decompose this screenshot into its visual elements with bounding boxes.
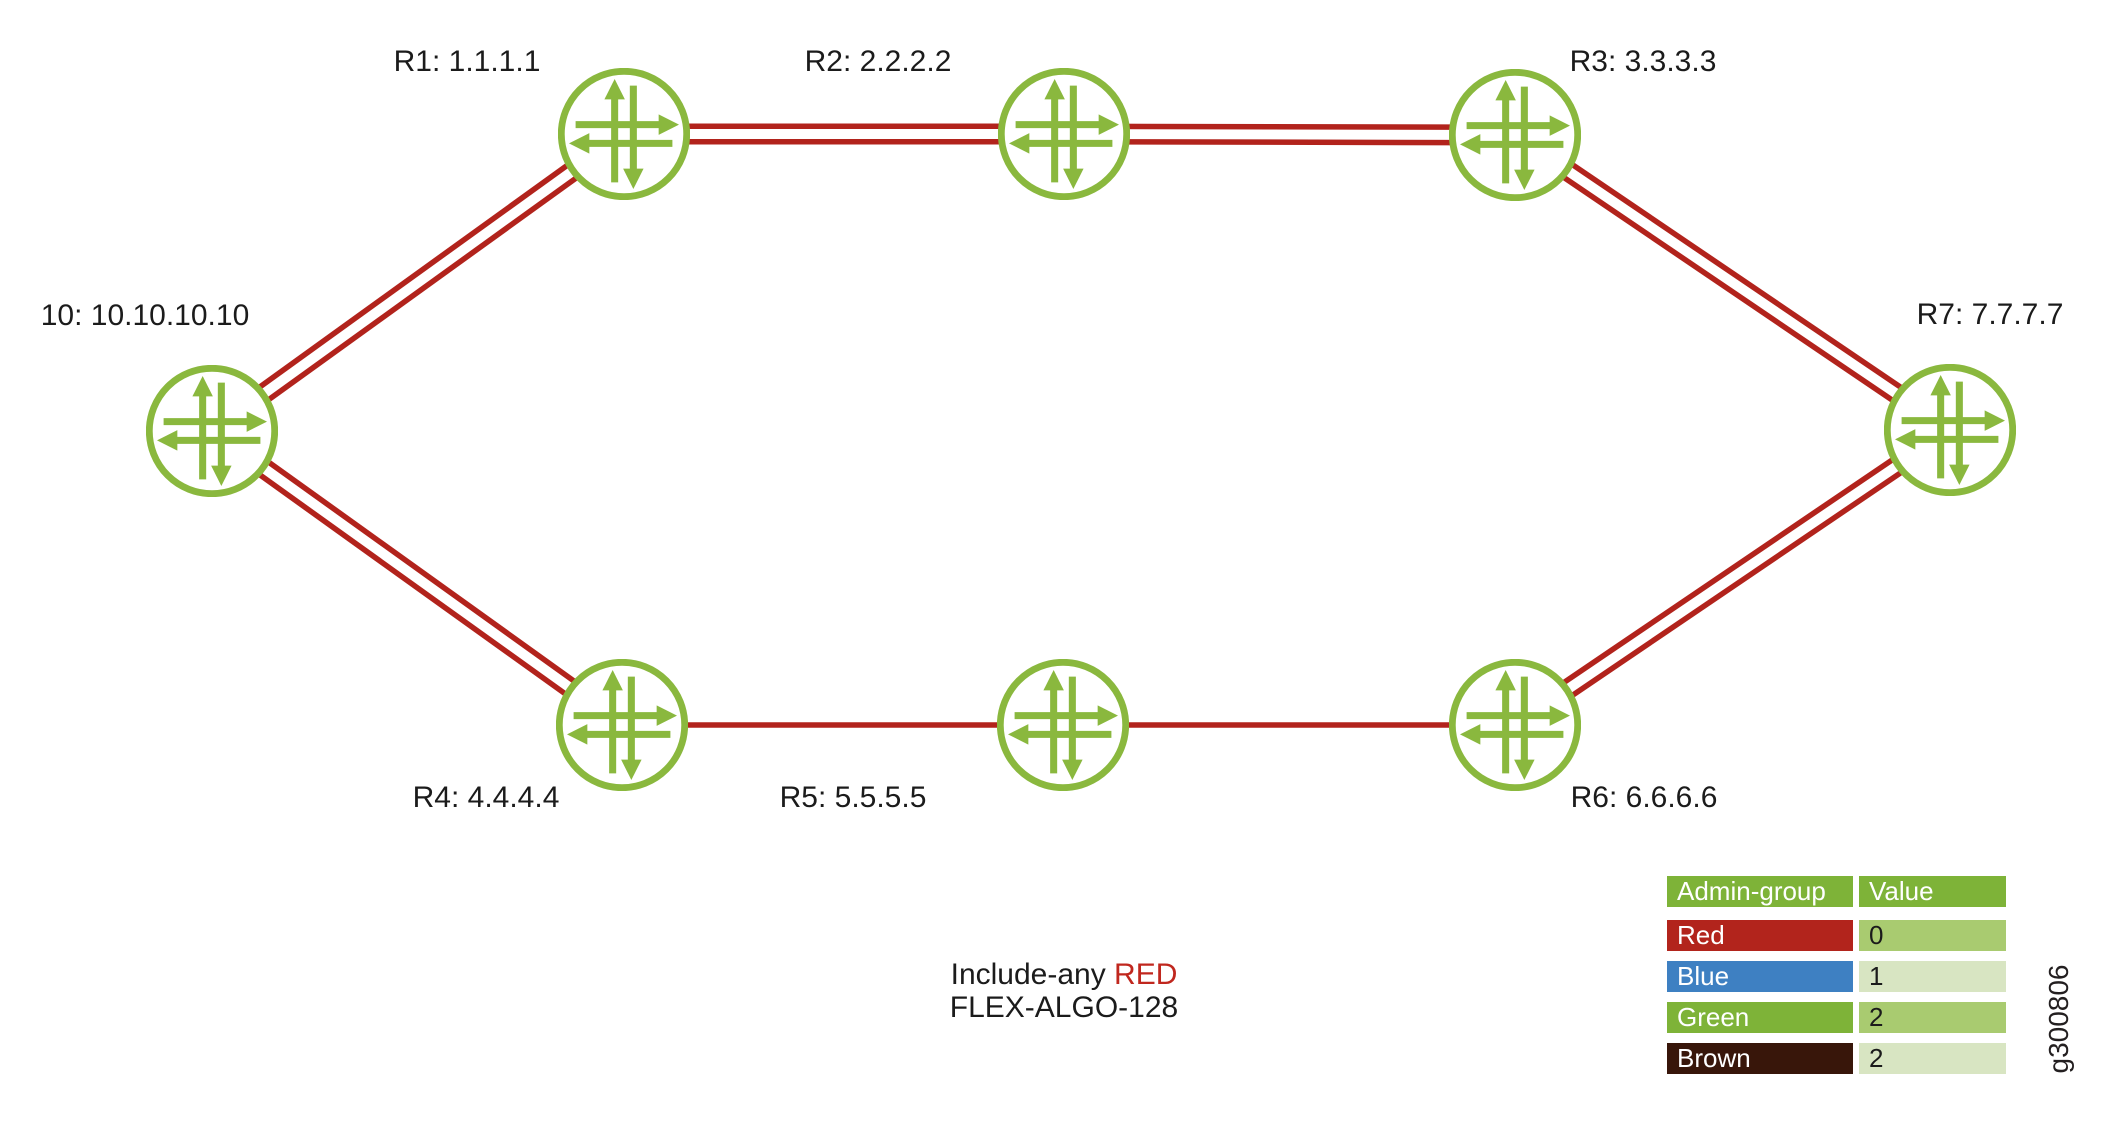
router-icon-10 (149, 368, 274, 493)
legend-row-green: Green 2 (1667, 1002, 2006, 1033)
node-label-r2: R2: 2.2.2.2 (804, 45, 952, 78)
link-R3-R7 (1509, 139, 1948, 439)
node-label-r6: R6: 6.6.6.6 (1570, 781, 1718, 814)
link-R6-R7 (1517, 434, 1956, 734)
routers-layer (149, 71, 2012, 787)
legend-header-row: Admin-group Value (1667, 876, 2006, 907)
node-label-10: 10: 10.10.10.10 (40, 299, 250, 332)
legend-name-red: Red (1667, 920, 1853, 951)
include-any-line: Include-any RED (950, 958, 1178, 991)
link-10-R4 (214, 422, 629, 721)
router-icon-R3 (1452, 72, 1577, 197)
admin-group-legend-table: Admin-group Value Red 0 Blue 1 Green 2 B… (1667, 876, 2006, 1084)
legend-row-red: Red 0 (1667, 920, 2006, 951)
legend-name-green: Green (1667, 1002, 1853, 1033)
node-label-r3: R3: 3.3.3.3 (1569, 45, 1717, 78)
include-any-text: Include-any (950, 958, 1115, 991)
legend-header-admin-group: Admin-group (1667, 876, 1853, 907)
legend-row-brown: Brown 2 (1667, 1043, 2006, 1074)
legend-value-green: 2 (1859, 1002, 2006, 1033)
router-icon-R5 (1000, 662, 1125, 787)
router-icon-R7 (1887, 367, 2012, 492)
legend-name-blue: Blue (1667, 961, 1853, 992)
legend-value-brown: 2 (1859, 1043, 2006, 1074)
router-icon-R2 (1001, 71, 1126, 196)
link-10-R1 (214, 138, 631, 440)
legend-row-blue: Blue 1 (1667, 961, 2006, 992)
node-label-r1: R1: 1.1.1.1 (393, 45, 541, 78)
link-10-R1 (205, 125, 622, 427)
router-icon-R4 (559, 662, 684, 787)
router-icon-R6 (1452, 662, 1577, 787)
links-layer (205, 123, 1956, 734)
legend-value-blue: 1 (1859, 961, 2006, 992)
router-icon-R1 (561, 71, 686, 196)
link-R2-R3 (1063, 138, 1516, 146)
node-label-r4: R4: 4.4.4.4 (412, 781, 560, 814)
legend-header-value: Value (1859, 876, 2006, 907)
flex-algo-annotation: Include-any RED FLEX-ALGO-128 (950, 958, 1178, 1024)
link-R6-R7 (1509, 421, 1948, 721)
link-R2-R3 (1063, 123, 1516, 131)
legend-name-brown: Brown (1667, 1043, 1853, 1074)
link-R3-R7 (1517, 126, 1956, 426)
red-admin-group-text: RED (1114, 958, 1178, 991)
link-10-R4 (205, 435, 620, 734)
legend-value-red: 0 (1859, 920, 2006, 951)
node-label-r7: R7: 7.7.7.7 (1916, 298, 2064, 331)
node-label-r5: R5: 5.5.5.5 (779, 781, 927, 814)
figure-id-watermark: g300806 (2043, 964, 2074, 1074)
flex-algo-name: FLEX-ALGO-128 (949, 991, 1179, 1024)
